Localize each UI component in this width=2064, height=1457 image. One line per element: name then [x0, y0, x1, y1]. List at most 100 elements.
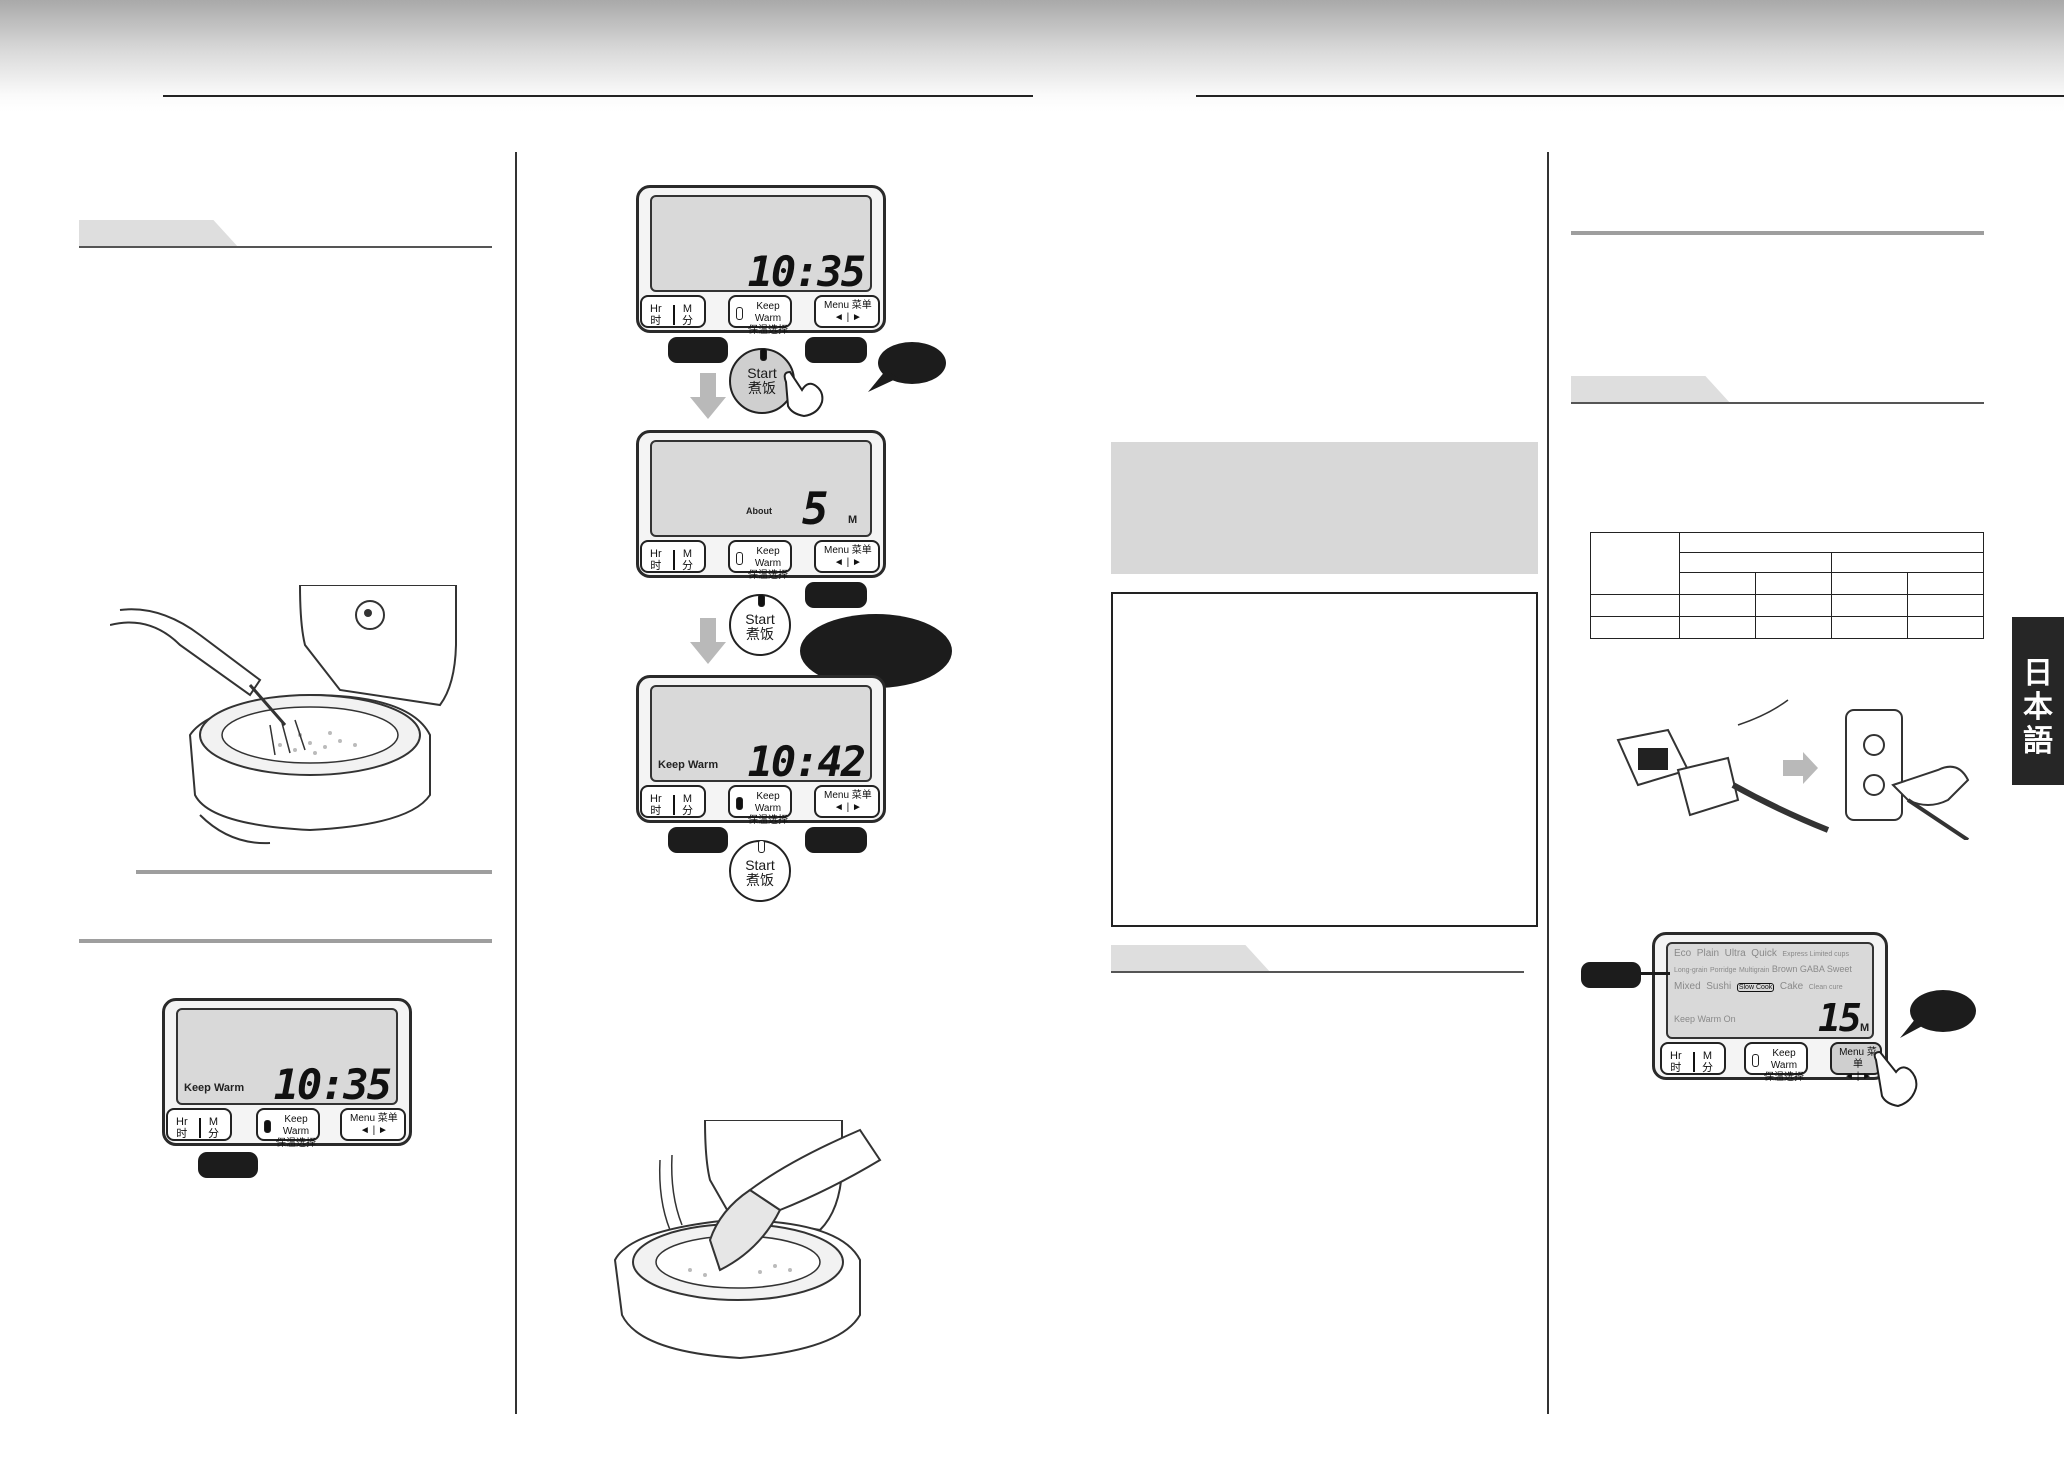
hr-cn-label: 时	[650, 805, 662, 817]
m-cn-label: 分	[682, 315, 693, 327]
table-cell	[1679, 594, 1756, 617]
menu-arrows: ◄ | ►	[833, 557, 862, 568]
hr-cn-label: 时	[650, 315, 662, 327]
menu-item-eco: Eco	[1674, 948, 1692, 959]
language-tab-label: 日本語	[2023, 656, 2053, 759]
menu-button[interactable]: Menu 菜单◄ | ►	[814, 540, 880, 573]
hr-cn-label: 时	[650, 560, 662, 572]
menu-label: Menu 菜单	[1839, 1047, 1877, 1070]
hr-label: Hr	[650, 548, 662, 560]
menu-item-plain: Plain	[1696, 948, 1720, 959]
hr-label: Hr	[176, 1116, 188, 1128]
m-cn-label: 分	[682, 560, 693, 572]
pointing-hand-icon	[1873, 1050, 1918, 1108]
table-cell	[1755, 616, 1832, 639]
start-button[interactable]: Start 煮饭	[729, 840, 791, 902]
m-cn-label: 分	[208, 1128, 219, 1140]
pointing-hand-icon	[783, 370, 824, 418]
table-cell	[1679, 552, 1832, 573]
menu-item-brown: Brown	[1771, 964, 1798, 974]
menu-item-ultra: Ultra	[1724, 948, 1746, 959]
lcd-unit: M	[848, 514, 858, 526]
table-cell	[1907, 572, 1984, 595]
menu-item-cake: Cake	[1779, 981, 1804, 992]
keep-warm-led	[264, 1120, 271, 1133]
menu-button[interactable]: Menu 菜单◄ | ►	[340, 1108, 406, 1141]
menu-item-sweet: Sweet	[1826, 964, 1852, 974]
table-cell	[1679, 616, 1756, 639]
power-plug-illustration	[1616, 699, 1970, 840]
header-rule-right	[1196, 95, 2064, 97]
lcd-screen: 10:35	[650, 195, 872, 296]
speech-bubble-tail	[868, 370, 898, 392]
table-cell	[1755, 594, 1832, 617]
lcd-status: Keep Warm	[184, 1082, 245, 1094]
menu-arrows: ◄ | ►	[833, 312, 862, 323]
lcd-time: 5	[802, 484, 828, 535]
menu-row-2: Long-grain Porridge Multigrain Brown GAB…	[1674, 964, 1852, 974]
hr-label: Hr	[650, 303, 662, 315]
menu-button[interactable]: Menu 菜单◄ | ►	[814, 785, 880, 818]
lcd-status: Keep Warm	[658, 759, 719, 771]
callout-pill	[198, 1152, 258, 1178]
section-tab	[1111, 945, 1271, 973]
column-divider-2	[1547, 152, 1549, 1414]
lcd-time: 10:35	[273, 1060, 392, 1109]
keep-warm-cn-label: 保温选择	[748, 325, 788, 336]
lcd-screen: About 5 M	[650, 440, 872, 537]
start-button[interactable]: Start 煮饭	[729, 348, 795, 414]
grey-rule-1	[136, 870, 492, 874]
menu-arrows: ◄ | ►	[1844, 1071, 1872, 1082]
hr-cn-label: 时	[176, 1128, 188, 1140]
lcd-time: 15	[1818, 996, 1862, 1040]
rice-cooker-fluffing-illustration	[110, 585, 457, 845]
keep-warm-led	[736, 552, 743, 565]
speech-bubble-tail	[1900, 1018, 1926, 1038]
lcd-time: 10:35	[747, 247, 866, 296]
table-cell	[1831, 594, 1908, 617]
keep-warm-label: Keep Warm	[754, 791, 782, 814]
menu-button[interactable]: Menu 菜单◄ | ►	[814, 295, 880, 328]
menu-arrows: ◄ | ►	[359, 1125, 388, 1136]
keep-warm-on-label: Keep Warm On	[1674, 1014, 1736, 1024]
language-tab[interactable]: 日本語	[2012, 617, 2064, 785]
section-underline	[1111, 971, 1524, 973]
m-label: M	[682, 548, 693, 560]
menu-label: Menu 菜单	[824, 790, 872, 801]
start-button[interactable]: Start 煮饭	[729, 594, 791, 656]
keep-warm-cn-label: 保温选择	[748, 570, 788, 581]
menu-item-slow-cook-selected: Slow Cook	[1736, 983, 1775, 992]
lcd-time: 10:42	[747, 737, 866, 786]
grey-rule-3	[1571, 231, 1984, 235]
callout-pill	[805, 582, 867, 608]
keep-warm-led	[736, 797, 743, 810]
section-underline	[1571, 402, 1984, 404]
hr-label: Hr	[650, 793, 662, 805]
menu-item-gaba: GABA	[1799, 964, 1825, 974]
keep-warm-label: Keep Warm	[754, 546, 782, 569]
start-led	[758, 840, 765, 853]
keep-warm-led	[736, 307, 743, 320]
start-cn-label: 煮饭	[748, 380, 776, 396]
m-label: M	[1702, 1050, 1713, 1062]
table-cell	[1831, 616, 1908, 639]
table-cell	[1907, 594, 1984, 617]
keep-warm-cn-label: 保温选择	[748, 815, 788, 826]
callout-pill	[805, 337, 867, 363]
m-label: M	[682, 793, 693, 805]
menu-button-pressed[interactable]: Menu 菜单◄ | ►	[1830, 1042, 1882, 1082]
table-cell	[1907, 616, 1984, 639]
m-cn-label: 分	[1702, 1062, 1713, 1074]
lcd-menu-screen: Eco Plain Ultra Quick Express Limited cu…	[1666, 942, 1874, 1040]
section-tab	[79, 220, 239, 248]
